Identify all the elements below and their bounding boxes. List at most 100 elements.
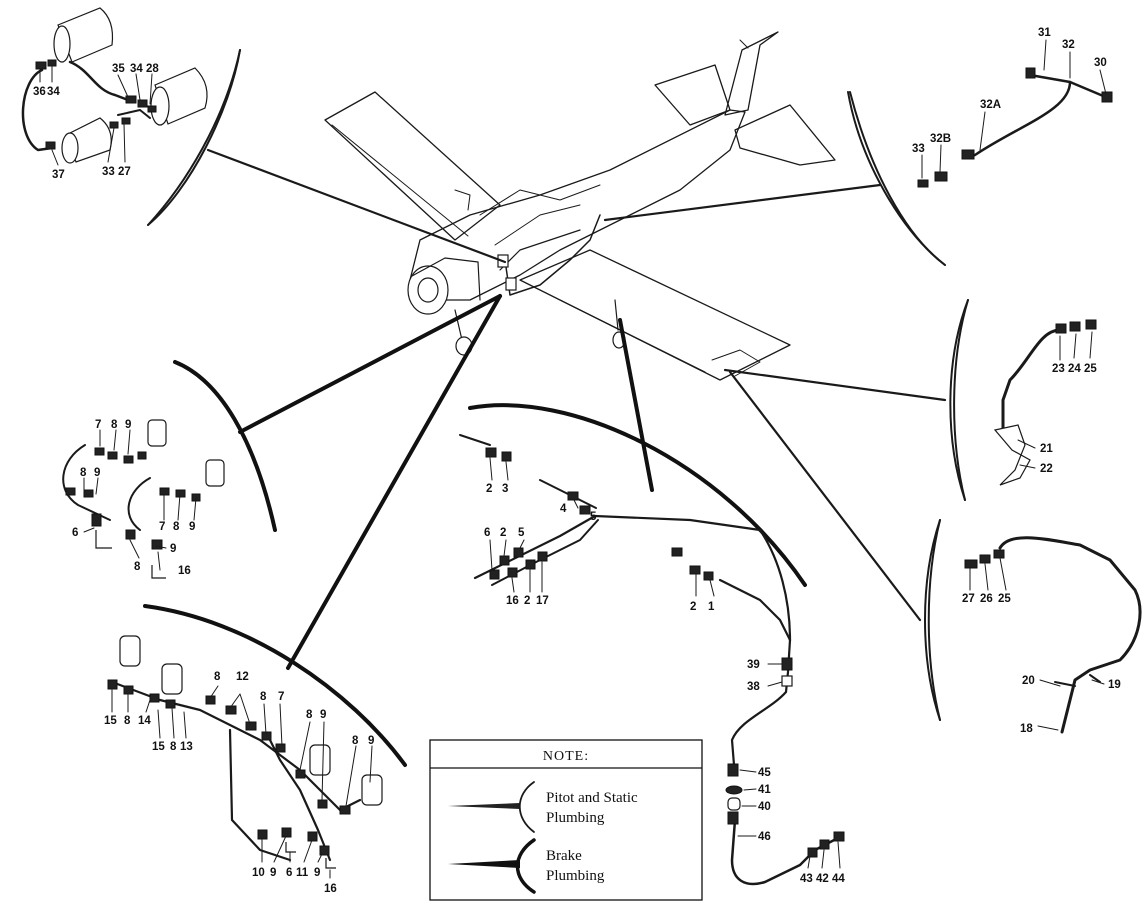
callouts-top-right: 31 32 30 32A 33 32B	[912, 27, 1107, 155]
callout: 32B	[930, 133, 951, 145]
callout: 2	[500, 527, 506, 539]
callout: 5	[590, 511, 597, 523]
callout: 6	[286, 867, 292, 879]
panel-bottom-left	[107, 604, 407, 879]
callout: 12	[236, 671, 249, 683]
panel-top-right	[847, 39, 1113, 266]
callout: 4	[560, 503, 567, 515]
callout: 7	[95, 419, 101, 431]
panel-right-2	[924, 519, 1142, 734]
callout: 46	[758, 831, 771, 843]
callout: 24	[1068, 363, 1081, 375]
callout: 16	[324, 883, 337, 895]
panel-top-left	[21, 7, 241, 226]
callout: 3	[502, 483, 508, 495]
callout: 9	[94, 467, 100, 479]
callout: 23	[1052, 363, 1065, 375]
callout: 15	[104, 715, 117, 727]
callout: 44	[832, 873, 845, 885]
callout: 9	[320, 709, 326, 721]
callout: 20	[1022, 675, 1035, 687]
callouts-top-left: 36 34 35 34 28 33 27 37	[33, 63, 159, 181]
callout: 31	[1038, 27, 1051, 39]
airplane-illustration	[324, 31, 836, 381]
callout: 39	[747, 659, 760, 671]
callout: 32	[1062, 39, 1075, 51]
callout: 8	[124, 715, 131, 727]
callout: 16	[178, 565, 191, 577]
panel-mid-center	[459, 403, 807, 642]
callout: 27	[962, 593, 975, 605]
legend-pitot-static: Pitot and Static Plumbing	[448, 781, 638, 833]
callout: 32A	[980, 99, 1001, 111]
callout: 18	[1020, 723, 1033, 735]
callout: 8	[173, 521, 180, 533]
callouts-mid-left: 7 8 9 8 9 7 8 9 6 9 8 16	[72, 419, 195, 577]
callout: 14	[138, 715, 151, 727]
callout: 33	[102, 166, 115, 178]
callout: 9	[270, 867, 276, 879]
callout: 7	[278, 691, 284, 703]
callout: 28	[146, 63, 159, 75]
callouts-mid-center: 2 3 4 5 6 2 5 16 2 17 2 1	[484, 483, 715, 613]
callout: 8	[80, 467, 87, 479]
callout: 15	[152, 741, 165, 753]
legend-pitot-static-line1: Pitot and Static	[546, 790, 638, 806]
legend-pitot-static-line2: Plumbing	[546, 810, 605, 826]
callout: 36	[33, 86, 46, 98]
callout: 34	[47, 86, 60, 98]
callout: 8	[260, 691, 267, 703]
callout: 5	[518, 527, 525, 539]
callouts-right-1: 23 24 25 21 22	[1040, 363, 1097, 475]
callout: 8	[352, 735, 359, 747]
callout: 7	[159, 521, 165, 533]
panel-right-1	[949, 299, 1097, 501]
legend-brake: Brake Plumbing	[448, 838, 605, 894]
callout: 21	[1040, 443, 1053, 455]
note-title: NOTE:	[543, 749, 589, 764]
callout: 8	[134, 561, 141, 573]
callouts-lower-center: 39 38 45 41 40 46 43 42 44	[747, 659, 845, 885]
callouts-right-2: 27 26 25 20 19 18	[962, 593, 1121, 735]
callout: 6	[72, 527, 78, 539]
callout: 10	[252, 867, 265, 879]
legend-brake-line1: Brake	[546, 848, 582, 864]
callout: 42	[816, 873, 829, 885]
legend-brake-swatch	[448, 860, 520, 868]
callout: 30	[1094, 57, 1107, 69]
callout: 13	[180, 741, 193, 753]
callout: 35	[112, 63, 125, 75]
callouts-bottom-left: 15 8 14 15 8 13 8 12 8 7 8 9 8 9 10 9 6 …	[104, 671, 374, 895]
callout: 25	[1084, 363, 1097, 375]
callout: 9	[368, 735, 374, 747]
callout: 2	[486, 483, 492, 495]
callout: 43	[800, 873, 813, 885]
callout: 9	[125, 419, 131, 431]
callout: 16	[506, 595, 519, 607]
callout: 40	[758, 801, 771, 813]
callout: 8	[214, 671, 221, 683]
note-box: NOTE: Pitot and Static Plumbing Brake Pl…	[429, 739, 703, 901]
callout: 2	[524, 595, 530, 607]
panel-lower-center	[725, 638, 845, 886]
callout: 27	[118, 166, 131, 178]
callout: 2	[690, 601, 696, 613]
callout: 26	[980, 593, 993, 605]
callout: 9	[170, 543, 176, 555]
callout: 8	[170, 741, 177, 753]
panel-mid-left	[62, 360, 277, 579]
callout: 41	[758, 784, 771, 796]
callout: 11	[296, 867, 309, 879]
callout: 9	[189, 521, 195, 533]
callout: 6	[484, 527, 490, 539]
callout: 25	[998, 593, 1011, 605]
callout: 34	[130, 63, 143, 75]
callout: 45	[758, 767, 771, 779]
callout: 22	[1040, 463, 1053, 475]
callout: 9	[314, 867, 320, 879]
callout: 38	[747, 681, 760, 693]
legend-pitot-static-swatch	[448, 803, 520, 809]
callout: 37	[52, 169, 65, 181]
legend-brake-line2: Plumbing	[546, 868, 605, 884]
